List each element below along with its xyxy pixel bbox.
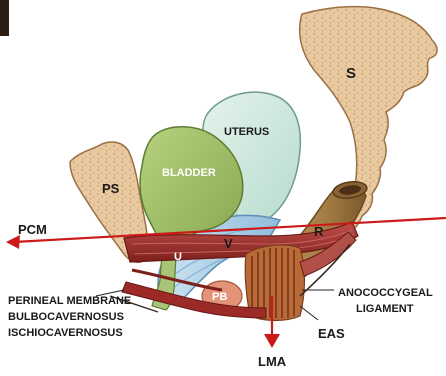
label-bulbocavernosus: BULBOCAVERNOSUS <box>8 311 124 323</box>
label-pcm: PCM <box>18 222 47 237</box>
label-v: V <box>224 236 233 251</box>
label-r: R <box>314 224 324 239</box>
label-pb: PB <box>212 291 227 303</box>
label-ps: PS <box>102 181 120 196</box>
sacrum-bone <box>300 7 437 232</box>
label-anococcygeal: ANOCOCCYGEAL <box>338 287 433 299</box>
label-lma: LMA <box>258 354 287 369</box>
label-eas: EAS <box>318 326 345 341</box>
label-uterus: UTERUS <box>224 126 269 138</box>
label-s: S <box>346 65 356 82</box>
label-ligament: LIGAMENT <box>356 303 414 315</box>
label-u: U <box>174 251 182 263</box>
label-perineal-membrane: PERINEAL MEMBRANE <box>8 295 131 307</box>
label-bladder: BLADDER <box>162 167 216 179</box>
label-ischiocavernosus: ISCHIOCAVERNOSUS <box>8 327 123 339</box>
